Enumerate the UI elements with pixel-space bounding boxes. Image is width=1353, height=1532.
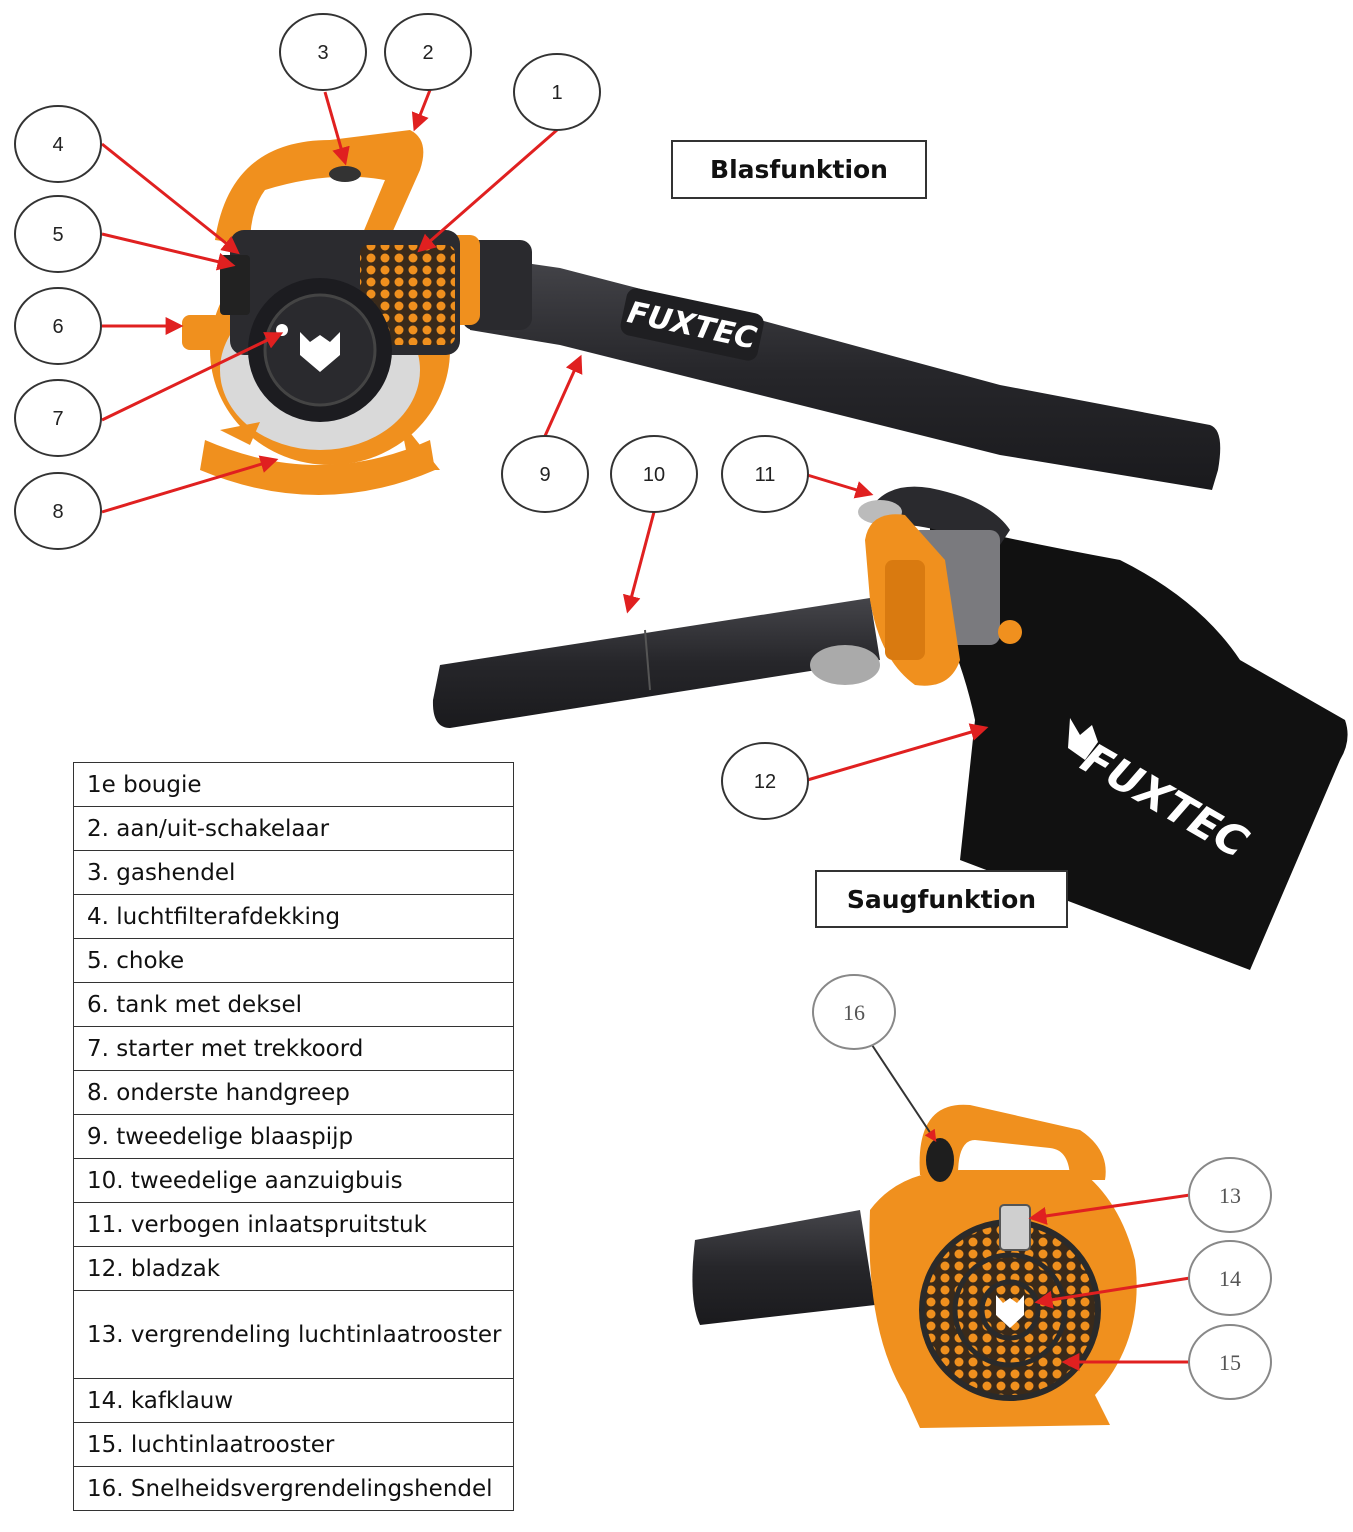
bottom-handle — [200, 440, 435, 495]
callout-label-14: 14 — [1219, 1266, 1241, 1291]
callout-label-1: 1 — [551, 82, 562, 104]
callout-label-7: 7 — [52, 408, 63, 430]
legend-item-3: 3. gashendel — [73, 850, 514, 895]
legend-row: 14. kafklauw — [73, 1378, 514, 1423]
legend-row: 7. starter met trekkoord — [73, 1026, 514, 1071]
legend-row: 3. gashendel — [73, 850, 514, 895]
arrow-12 — [803, 723, 989, 783]
arrow-2 — [411, 89, 432, 132]
callout-1 — [513, 53, 601, 131]
arrow-7 — [101, 332, 284, 422]
callout-arrows — [101, 89, 1191, 1371]
callout-15 — [1188, 1324, 1272, 1400]
legend-item-7: 7. starter met trekkoord — [73, 1026, 514, 1071]
callout-11 — [721, 435, 809, 513]
legend-row: 12. bladzak — [73, 1246, 514, 1291]
legend-row: 8. onderste handgreep — [73, 1070, 514, 1115]
legend-row: 10. tweedelige aanzuigbuis — [73, 1158, 514, 1203]
callout-4 — [14, 105, 102, 183]
callout-6 — [14, 287, 102, 365]
callout-16 — [812, 974, 896, 1050]
legend-item-1: 1e bougie — [73, 762, 514, 807]
callout-label-5: 5 — [52, 224, 63, 246]
callout-label-16: 16 — [843, 1000, 865, 1025]
blow-mode-label: Blasfunktion — [671, 140, 927, 199]
legend-row: 11. verbogen inlaatspruitstuk — [73, 1202, 514, 1247]
arrow-5 — [101, 232, 236, 271]
blower-top-illustration: FUXTEC — [182, 130, 1221, 495]
legend-row: 4. luchtfilterafdekking — [73, 894, 514, 939]
legend-row: 5. choke — [73, 938, 514, 983]
callout-label-2: 2 — [422, 42, 433, 64]
suction-mode-label: Saugfunktion — [815, 870, 1068, 928]
legend-item-9: 9. tweedelige blaaspijp — [73, 1114, 514, 1159]
legend-row: 16. Snelheidsvergrendelingshendel — [73, 1466, 514, 1511]
legend-item-11: 11. verbogen inlaatspruitstuk — [73, 1202, 514, 1247]
callout-label-10: 10 — [643, 464, 665, 486]
callout-numbers: 1 2 3 4 5 6 7 8 9 10 11 12 13 14 15 16 — [52, 42, 1241, 1375]
callout-label-4: 4 — [52, 134, 63, 156]
arrow-14 — [1034, 1276, 1191, 1309]
legend-item-4: 4. luchtfilterafdekking — [73, 894, 514, 939]
legend-item-5: 5. choke — [73, 938, 514, 983]
legend-row: 15. luchtinlaatrooster — [73, 1422, 514, 1467]
arrow-11 — [803, 472, 874, 499]
arrow-8 — [101, 455, 279, 514]
callout-10 — [610, 435, 698, 513]
arrow-9 — [543, 354, 583, 437]
vacuum-illustration: FUXTEC — [432, 486, 1348, 970]
callout-12 — [721, 742, 809, 820]
arrow-16 — [871, 1044, 937, 1143]
legend-row: 2. aan/uit-schakelaar — [73, 806, 514, 851]
callout-8 — [14, 472, 102, 550]
callout-3 — [279, 13, 367, 91]
callout-label-15: 15 — [1219, 1350, 1241, 1375]
callout-label-9: 9 — [539, 464, 550, 486]
callout-14 — [1188, 1240, 1272, 1316]
legend-row: 13. vergrendeling luchtinlaatrooster — [73, 1290, 514, 1379]
rear-view-illustration — [692, 1104, 1137, 1428]
suction-tube — [432, 598, 880, 728]
legend-item-15: 15. luchtinlaatrooster — [73, 1422, 514, 1467]
callout-9 — [501, 435, 589, 513]
callout-label-6: 6 — [52, 316, 63, 338]
callout-label-12: 12 — [754, 771, 776, 793]
legend-item-8: 8. onderste handgreep — [73, 1070, 514, 1115]
top-handle — [215, 130, 424, 260]
callout-5 — [14, 195, 102, 273]
legend-item-16: 16. Snelheidsvergrendelingshendel — [73, 1466, 514, 1511]
legend-item-13: 13. vergrendeling luchtinlaatrooster — [73, 1290, 514, 1379]
callout-7 — [14, 379, 102, 457]
arrow-4 — [101, 142, 240, 255]
arrow-1 — [417, 128, 558, 253]
parts-legend-table: 1e bougie 2. aan/uit-schakelaar 3. gashe… — [73, 762, 514, 1511]
arrow-10 — [622, 511, 656, 614]
legend-row: 6. tank met deksel — [73, 982, 514, 1027]
legend-item-6: 6. tank met deksel — [73, 982, 514, 1027]
callout-label-11: 11 — [755, 464, 776, 486]
leaf-bag — [930, 520, 1348, 970]
legend-row: 1e bougie — [73, 762, 514, 807]
legend-item-14: 14. kafklauw — [73, 1378, 514, 1423]
callout-label-3: 3 — [317, 42, 328, 64]
arrow-13 — [1028, 1193, 1191, 1225]
callout-label-8: 8 — [52, 501, 63, 523]
callout-13 — [1188, 1157, 1272, 1233]
legend-item-10: 10. tweedelige aanzuigbuis — [73, 1158, 514, 1203]
callout-circles — [14, 13, 1272, 1400]
legend-item-12: 12. bladzak — [73, 1246, 514, 1291]
callout-2 — [384, 13, 472, 91]
legend-row: 9. tweedelige blaaspijp — [73, 1114, 514, 1159]
legend-item-2: 2. aan/uit-schakelaar — [73, 806, 514, 851]
arrow-3 — [323, 91, 350, 166]
callout-label-13: 13 — [1219, 1183, 1241, 1208]
